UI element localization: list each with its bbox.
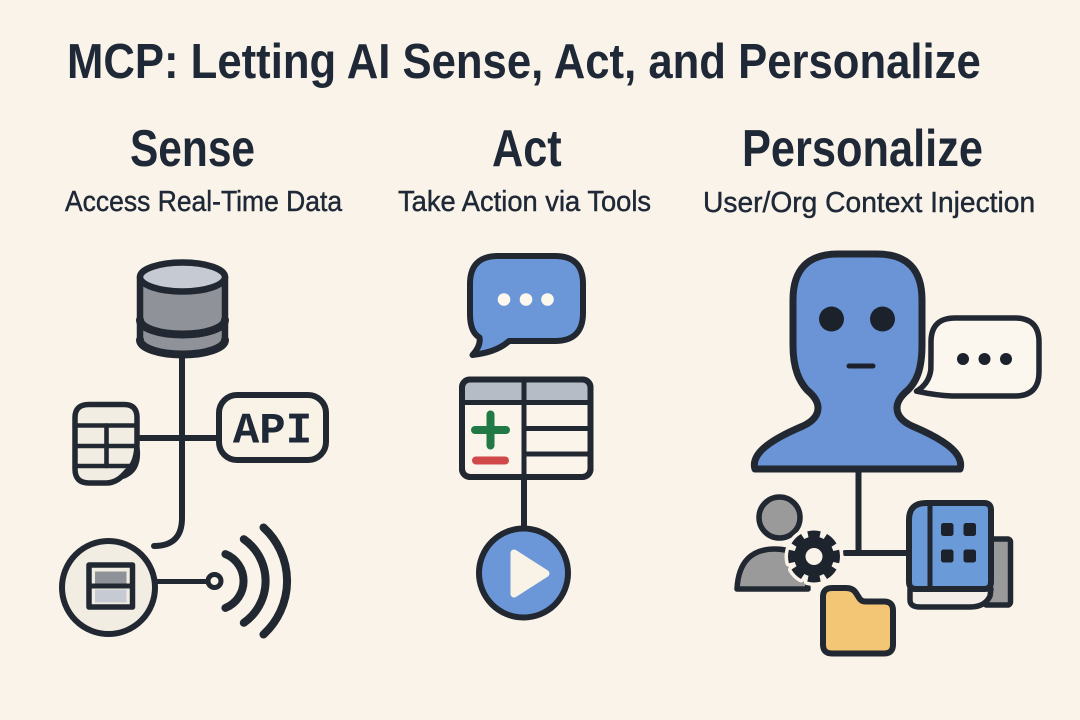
- svg-text:API: API: [233, 407, 312, 457]
